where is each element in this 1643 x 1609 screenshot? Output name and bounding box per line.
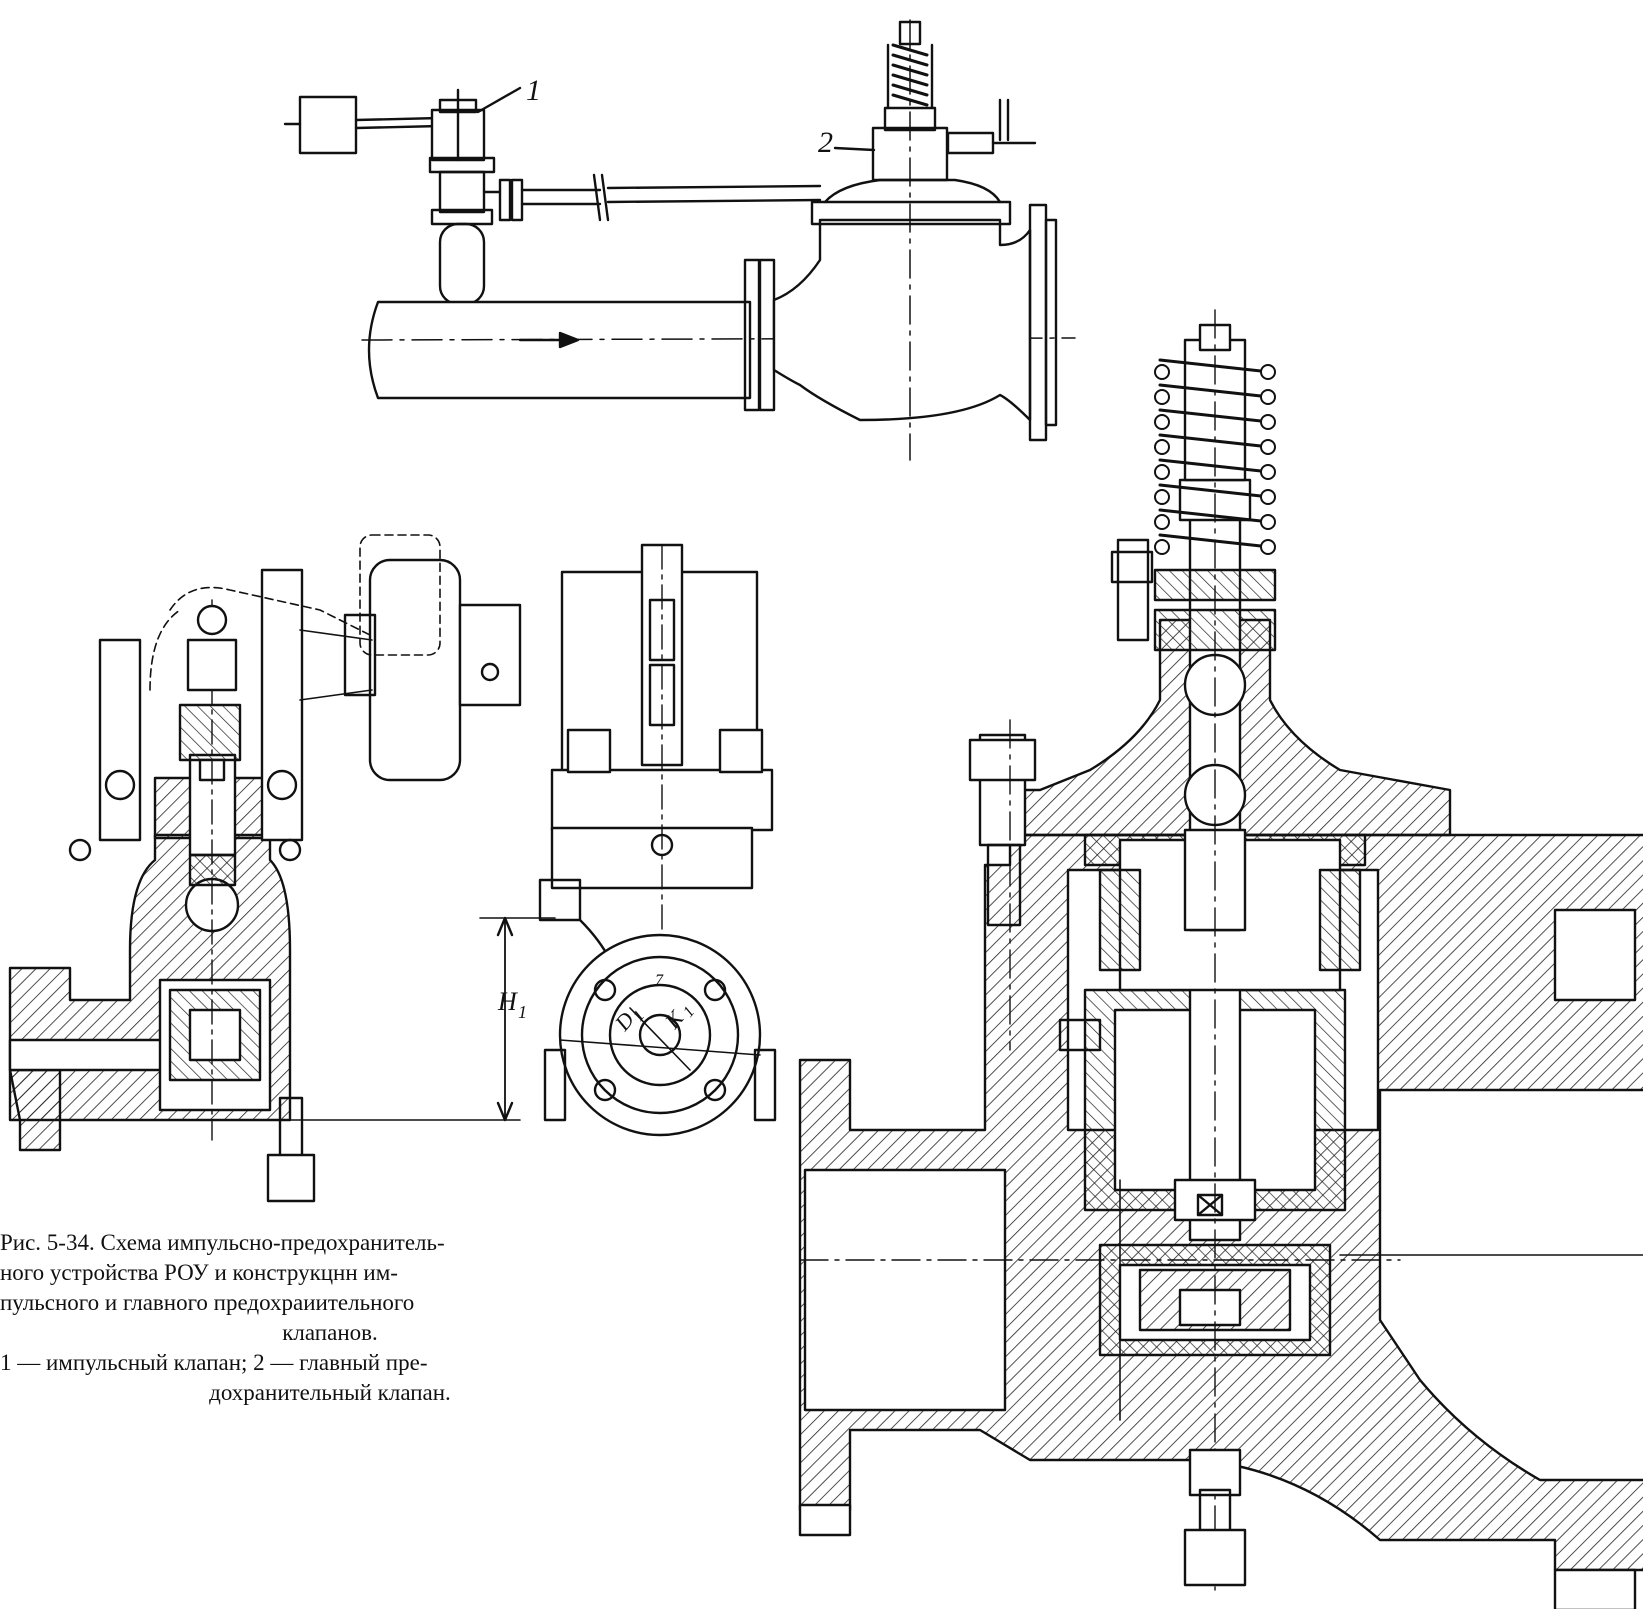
top-scheme [283, 19, 1076, 461]
label-main-valve: 2 [818, 126, 833, 159]
impulse-valve-section [8, 534, 522, 1203]
impulse-valve-side-view [479, 543, 777, 1137]
main-valve-section [798, 309, 1643, 1609]
label-impulse-valve: 1 [526, 74, 541, 107]
label-height-dim-sub: 1 [518, 1002, 527, 1022]
figure-caption: Рис. 5-34. Схема импульсно-предохранител… [0, 1228, 660, 1408]
caption-line-6: дохранительный клапан. [209, 1380, 451, 1405]
label-height-dim: H [497, 987, 518, 1016]
caption-line-3: пульсного и главного предохраиительного [0, 1290, 415, 1315]
caption-line-1: Рис. 5-34. Схема импульсно-предохранител… [0, 1230, 445, 1255]
caption-line-4: клапанов. [282, 1320, 378, 1345]
caption-line-2: ного устройства РОУ и конструкцнн им- [0, 1260, 398, 1285]
caption-line-5: 1 — импульсный клапан; 2 — главный пре- [0, 1350, 428, 1375]
label-flange-mark: 7 [655, 972, 664, 989]
